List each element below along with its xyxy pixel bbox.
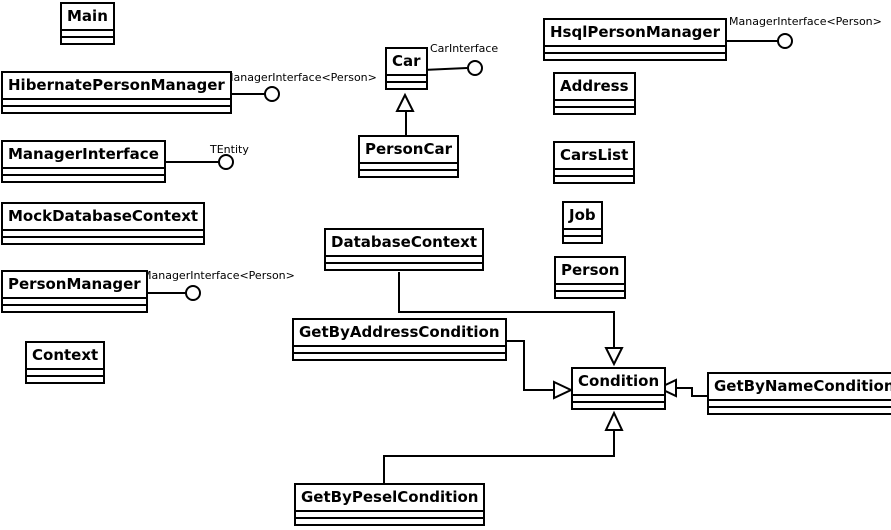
class-job[interactable]: Job [562,201,603,244]
attributes-section [387,76,426,83]
class-database-context[interactable]: DatabaseContext [324,228,485,271]
class-name: HibernatePersonManager [3,73,230,100]
attributes-section [3,100,230,107]
class-person[interactable]: Person [554,256,627,299]
class-context[interactable]: Context [25,341,106,384]
hsql-interface-label: ManagerInterface<Person> [729,15,882,28]
operations-section [27,377,103,382]
getbypesel-extends-condition [383,410,624,484]
operations-section [709,408,891,413]
attributes-section [360,164,458,171]
car-interface-label: CarInterface [430,42,499,55]
attributes-section [573,396,665,403]
class-name: Context [27,343,104,370]
class-name: Main [62,4,113,31]
attributes-section [3,299,146,306]
operations-section [326,264,482,269]
class-name: CarsList [555,143,634,170]
operations-section [573,403,664,408]
getbyname-extends-condition [656,378,708,398]
operations-section [3,176,164,181]
class-name: MockDatabaseContext [3,204,204,231]
class-name: GetByNameCondition [709,374,891,401]
attributes-section [556,285,625,292]
operations-section [545,54,725,59]
databasecontext-extends-condition [398,272,624,367]
attributes-section [326,257,483,264]
class-name: Job [564,203,601,230]
attributes-section [545,47,725,54]
hibernate-interface-label: ManagerInterface<Person> [224,71,377,84]
attributes-section [709,401,891,408]
class-cars-list[interactable]: CarsList [553,141,636,184]
class-name: Car [387,49,426,76]
attributes-section [294,347,505,354]
class-main[interactable]: Main [60,2,115,45]
attributes-section [27,370,104,377]
attributes-section [62,31,113,38]
class-name: Address [555,74,634,101]
class-name: Condition [573,369,665,396]
class-person-car[interactable]: PersonCar [358,135,460,178]
attributes-section [555,170,634,177]
manager-interface-lollipop [157,154,234,170]
operations-section [360,171,457,176]
class-person-manager[interactable]: PersonManager [1,270,148,313]
class-manager-interface[interactable]: ManagerInterface [1,140,166,183]
operations-section [564,237,601,242]
getbyaddress-extends-condition [493,340,574,400]
class-name: PersonCar [360,137,458,164]
class-name: ManagerInterface [3,142,164,169]
operations-section [294,354,505,359]
class-mock-database-context[interactable]: MockDatabaseContext [1,202,206,245]
attributes-section [3,231,204,238]
person-manager-interface-label: ManagerInterface<Person> [142,269,295,282]
car-lollipop [422,60,483,76]
class-condition[interactable]: Condition [571,367,667,410]
attributes-section [564,230,601,237]
operations-section [556,292,624,297]
operations-section [62,38,113,43]
class-hsql-person-manager[interactable]: HsqlPersonManager [543,18,727,61]
personcar-extends-car [395,92,415,136]
operations-section [3,238,203,243]
operations-section [3,107,230,112]
class-name: DatabaseContext [326,230,483,257]
class-get-by-pesel-condition[interactable]: GetByPeselCondition [294,483,486,526]
class-car[interactable]: Car [385,47,428,90]
class-address[interactable]: Address [553,72,636,115]
class-name: HsqlPersonManager [545,20,725,47]
operations-section [3,306,146,311]
class-hibernate-person-manager[interactable]: HibernatePersonManager [1,71,232,114]
class-name: GetByAddressCondition [294,320,505,347]
operations-section [387,83,426,88]
attributes-section [3,169,164,176]
operations-section [555,108,634,113]
class-get-by-address-condition[interactable]: GetByAddressCondition [292,318,507,361]
operations-section [296,519,483,524]
class-name: PersonManager [3,272,146,299]
attributes-section [555,101,634,108]
class-name: Person [556,258,625,285]
class-get-by-name-condition[interactable]: GetByNameCondition [707,372,891,415]
class-name: GetByPeselCondition [296,485,484,512]
operations-section [555,177,633,182]
tentity-interface-label: TEntity [210,143,249,156]
attributes-section [296,512,484,519]
